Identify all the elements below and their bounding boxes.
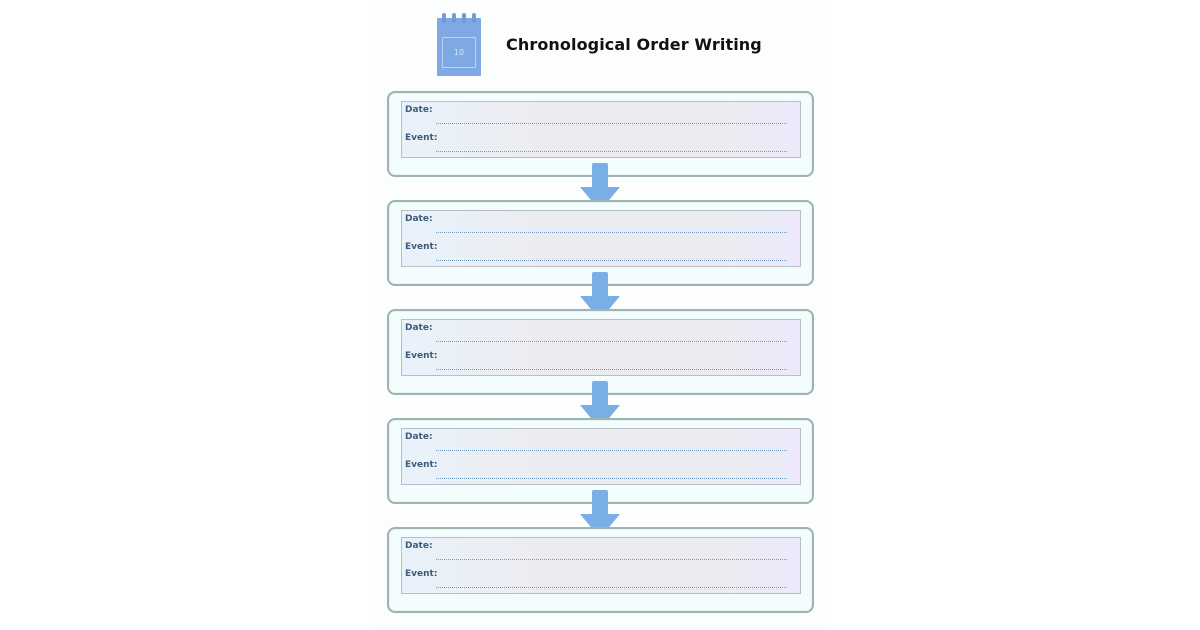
calendar-day: 10 <box>442 37 476 68</box>
entry-fields: Date: Event: <box>401 101 801 158</box>
entry-fields: Date: Event: <box>401 319 801 376</box>
event-label: Event: <box>405 133 438 143</box>
date-label: Date: <box>405 432 433 442</box>
arrow-down-icon <box>580 381 620 429</box>
date-input-line[interactable] <box>436 341 787 342</box>
timeline-entry-1: Date: Event: <box>387 91 814 177</box>
date-label: Date: <box>405 214 433 224</box>
arrow-down-icon <box>580 490 620 538</box>
date-label: Date: <box>405 105 433 115</box>
event-label: Event: <box>405 460 438 470</box>
date-input-line[interactable] <box>436 559 787 560</box>
calendar-icon: 10 <box>437 13 481 76</box>
timeline-entry-5: Date: Event: <box>387 527 814 613</box>
calendar-ring <box>452 13 456 23</box>
entry-fields: Date: Event: <box>401 537 801 594</box>
arrow-down-icon <box>580 272 620 320</box>
date-input-line[interactable] <box>436 450 787 451</box>
date-label: Date: <box>405 541 433 551</box>
event-label: Event: <box>405 351 438 361</box>
event-label: Event: <box>405 569 438 579</box>
date-label: Date: <box>405 323 433 333</box>
event-input-line[interactable] <box>436 369 787 370</box>
event-label: Event: <box>405 242 438 252</box>
page-title: Chronological Order Writing <box>506 35 762 54</box>
timeline-entry-2: Date: Event: <box>387 200 814 286</box>
arrow-down-icon <box>580 163 620 211</box>
calendar-ring <box>442 13 446 23</box>
entry-fields: Date: Event: <box>401 210 801 267</box>
calendar-ring <box>472 13 476 23</box>
event-input-line[interactable] <box>436 151 787 152</box>
date-input-line[interactable] <box>436 232 787 233</box>
timeline-entry-4: Date: Event: <box>387 418 814 504</box>
calendar-ring <box>462 13 466 23</box>
date-input-line[interactable] <box>436 123 787 124</box>
event-input-line[interactable] <box>436 587 787 588</box>
entry-fields: Date: Event: <box>401 428 801 485</box>
event-input-line[interactable] <box>436 260 787 261</box>
event-input-line[interactable] <box>436 478 787 479</box>
